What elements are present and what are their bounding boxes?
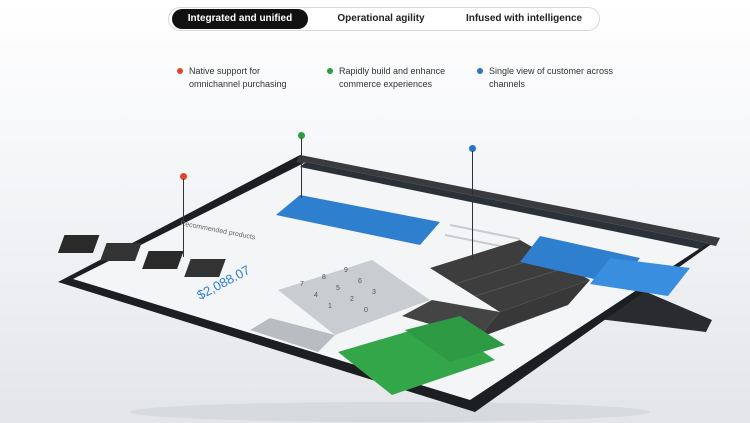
customer-panel <box>276 195 440 245</box>
feature-omnichannel: Native support for omnichannel purchasin… <box>177 65 309 91</box>
red-bullet-icon <box>177 68 183 74</box>
tab-bar: Integrated and unified Operational agili… <box>168 7 600 31</box>
keypad-key[interactable]: 7 <box>300 281 304 288</box>
callout-line <box>301 138 302 198</box>
tab-integrated-and-unified[interactable]: Integrated and unified <box>172 9 308 29</box>
tab-infused-with-intelligence[interactable]: Infused with intelligence <box>465 13 583 24</box>
keypad-key[interactable]: 5 <box>336 285 340 292</box>
feature-commerce-experiences: Rapidly build and enhance commerce exper… <box>327 65 459 91</box>
recommended-products <box>57 235 226 277</box>
callout-line <box>472 151 473 259</box>
green-bullet-icon <box>327 68 333 74</box>
keypad-key[interactable]: 3 <box>372 289 376 296</box>
feature-text: Native support for omnichannel purchasin… <box>189 66 287 89</box>
callout-line <box>183 179 184 257</box>
blue-bullet-icon <box>477 68 483 74</box>
green-tiles <box>338 316 505 395</box>
keypad-key[interactable]: 4 <box>314 292 318 299</box>
keypad-key[interactable]: 6 <box>358 278 362 285</box>
keypad-key[interactable]: 8 <box>322 274 326 281</box>
keypad-key[interactable]: 0 <box>364 307 368 314</box>
blue-pin-icon <box>469 145 476 152</box>
blue-tiles <box>520 236 690 296</box>
green-pin-icon <box>298 132 305 139</box>
number-keypad <box>250 260 430 352</box>
tab-operational-agility[interactable]: Operational agility <box>337 13 425 24</box>
keypad-key[interactable]: 2 <box>350 296 354 303</box>
red-pin-icon <box>180 173 187 180</box>
keypad-key[interactable]: 9 <box>344 267 348 274</box>
feature-text: Rapidly build and enhance commerce exper… <box>339 66 446 89</box>
feature-text: Single view of customer across channels <box>489 66 614 89</box>
feature-customer-view: Single view of customer across channels <box>477 65 619 91</box>
keypad-key[interactable]: 1 <box>328 303 332 310</box>
enter-key[interactable] <box>250 318 335 352</box>
